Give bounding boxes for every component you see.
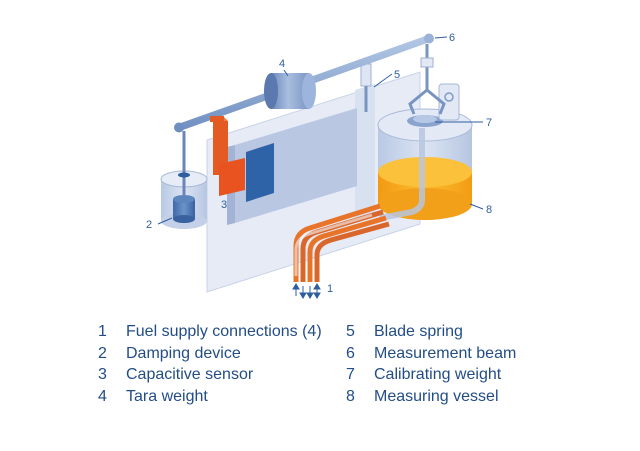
callout-leaders <box>157 36 484 225</box>
legend-label: Tara weight <box>126 387 208 405</box>
callout-5: 5 <box>394 69 400 81</box>
legend-number: 8 <box>346 387 355 405</box>
callout-8: 8 <box>486 204 492 216</box>
legend-item-fuel-supply: 1 Fuel supply connections (4) <box>98 321 322 343</box>
legend-item-capacitive-sensor: 3 Capacitive sensor <box>98 364 322 386</box>
legend-item-measurement-beam: 6 Measurement beam <box>346 343 516 365</box>
legend-item-damping-device: 2 Damping device <box>98 343 322 365</box>
legend-item-tara-weight: 4 Tara weight <box>98 386 322 408</box>
callout-3: 3 <box>221 199 227 211</box>
legend-number: 2 <box>98 344 107 362</box>
measuring-vessel <box>377 108 473 221</box>
callout-7: 7 <box>486 117 492 129</box>
legend-number: 3 <box>98 366 107 383</box>
legend-number: 7 <box>346 366 355 383</box>
callout-4: 4 <box>279 58 285 70</box>
legend-column-right: 5 Blade spring 6 Measurement beam 7 Cali… <box>346 321 516 407</box>
legend-label: Calibrating weight <box>374 366 502 383</box>
legend-number: 5 <box>346 323 355 340</box>
legend-label: Measuring vessel <box>374 387 499 405</box>
fuel-measuring-diagram: 1 2 3 4 5 6 7 8 <box>146 32 492 299</box>
callout-6: 6 <box>449 32 455 44</box>
legend-item-blade-spring: 5 Blade spring <box>346 321 516 343</box>
flow-arrows-icon <box>292 283 321 299</box>
legend-label: Measurement beam <box>374 344 517 362</box>
tara-weight <box>264 73 316 109</box>
damping-device <box>160 134 208 229</box>
fuel-lines <box>293 203 390 282</box>
legend-number: 4 <box>98 387 107 405</box>
legend-column-left: 1 Fuel supply connections (4) 2 Damping … <box>98 321 322 407</box>
legend-label: Damping device <box>126 344 241 362</box>
calibrating-weight <box>408 44 460 121</box>
callout-1: 1 <box>327 283 333 295</box>
callout-2: 2 <box>146 219 152 231</box>
legend-number: 1 <box>98 323 107 340</box>
legend-label: Fuel supply connections (4) <box>126 323 322 340</box>
legend-item-calibrating-weight: 7 Calibrating weight <box>346 364 516 386</box>
legend-label: Blade spring <box>374 323 463 340</box>
legend-item-measuring-vessel: 8 Measuring vessel <box>346 386 516 408</box>
legend-number: 6 <box>346 344 355 362</box>
legend-label: Capacitive sensor <box>126 366 254 383</box>
